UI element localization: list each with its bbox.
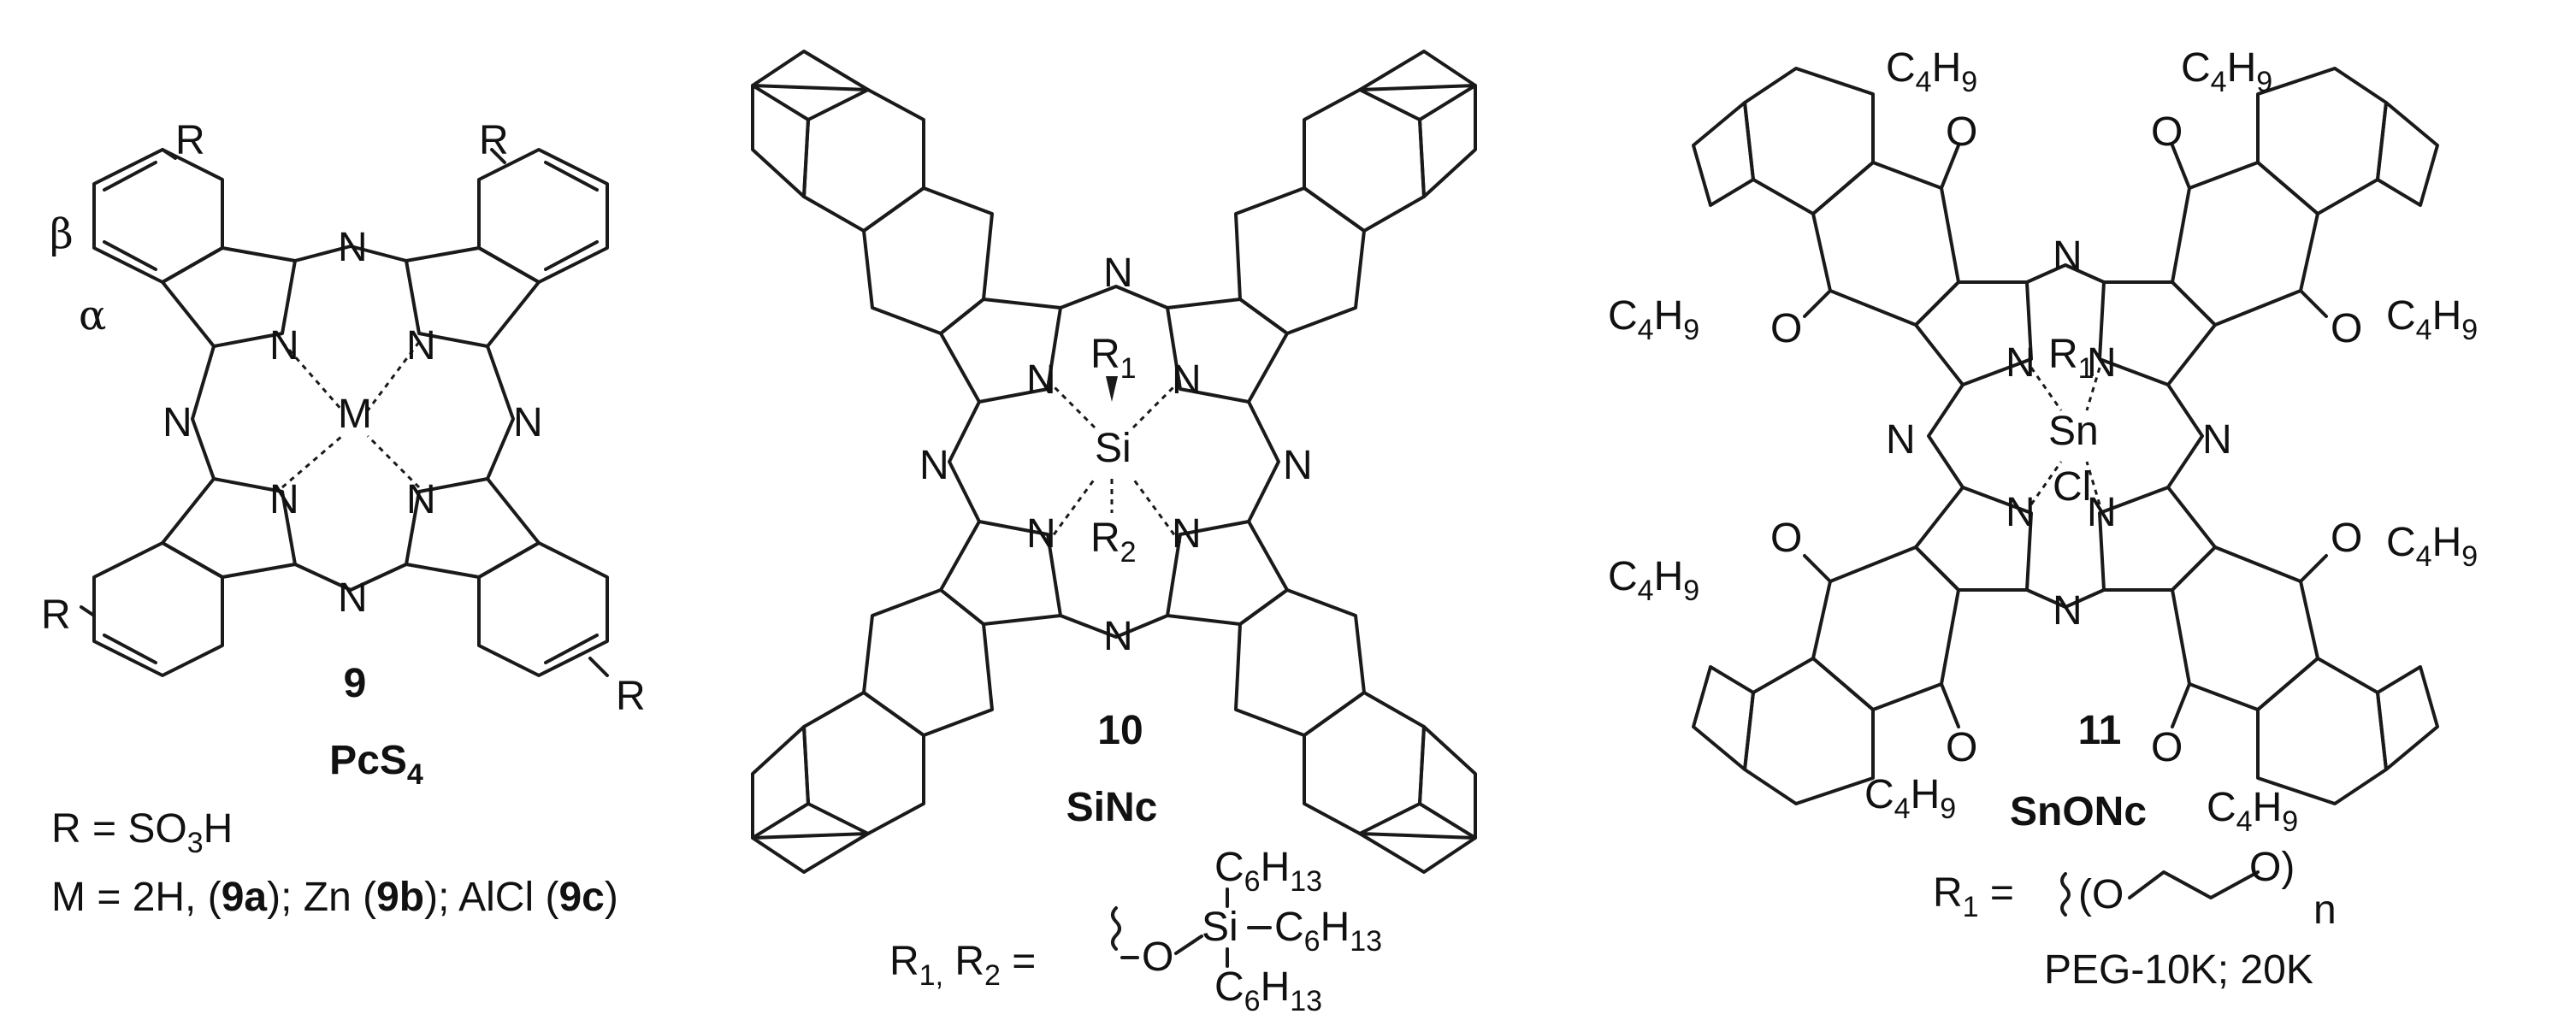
- n-core-ll-10: N: [1026, 511, 1056, 557]
- o-ll-bottom-11: O: [1946, 725, 1977, 770]
- o-ul-left-11: O: [1770, 306, 1802, 351]
- n-core-lr-10: N: [1172, 511, 1202, 557]
- o-lr-right-11: O: [2331, 516, 2362, 561]
- r1-lhs-11: R1 =: [1933, 870, 2014, 923]
- o-ul-top-11: O: [1946, 109, 1977, 155]
- compound-9-name: PcS4: [329, 738, 423, 791]
- butyl-ll-left-11: C4H9: [1608, 554, 1699, 607]
- n-core-ul-11: N: [2006, 340, 2035, 386]
- n-meso-bottom-10: N: [1103, 614, 1133, 659]
- peg-close-11: O): [2249, 845, 2295, 890]
- compound-9-structure: [80, 148, 609, 677]
- r1-r2-lhs-10: R1, R2 =: [889, 939, 1036, 992]
- n-core-ul-9: N: [269, 323, 299, 368]
- compound-9-number: 9: [344, 661, 367, 706]
- beta-label-9: β: [50, 210, 74, 258]
- n-core-ur-9: N: [406, 323, 436, 368]
- o-lr-bottom-11: O: [2151, 725, 2183, 770]
- metal-label-9: M: [338, 392, 372, 437]
- r-ll-9: R: [41, 593, 71, 638]
- n-meso-bottom-11: N: [2053, 588, 2083, 634]
- n-meso-right-9: N: [513, 400, 543, 445]
- cl-label-11: Cl: [2053, 464, 2091, 510]
- hexyl-top-10: C6H13: [1214, 845, 1322, 898]
- o-label-10: O: [1142, 935, 1173, 980]
- butyl-ul-top-11: C4H9: [1886, 45, 1977, 98]
- n-core-ur-10: N: [1172, 357, 1202, 403]
- n-meso-top-11: N: [2053, 233, 2083, 279]
- butyl-ll-bottom-11: C4H9: [1864, 772, 1956, 825]
- n-meso-right-10: N: [1283, 443, 1313, 488]
- n-core-lr-9: N: [406, 477, 436, 522]
- hexyl-right-10: C6H13: [1274, 905, 1382, 958]
- si-label-10: Si: [1095, 426, 1131, 471]
- n-meso-right-11: N: [2202, 417, 2232, 463]
- butyl-lr-bottom-11: C4H9: [2207, 785, 2298, 838]
- o-ur-right-11: O: [2331, 306, 2362, 351]
- compound-10-structure: [751, 50, 1477, 874]
- compound-11-name: SnONc: [2010, 789, 2147, 834]
- n-meso-left-11: N: [1886, 417, 1916, 463]
- compound-9-definition-r: R = SO3H: [51, 806, 233, 859]
- compound-10-definition: R1, R2 = O Si C6H13 C6H13 C6H13: [889, 845, 1382, 1017]
- alpha-label-9: α: [79, 292, 106, 339]
- hexyl-bottom-10: C6H13: [1214, 964, 1322, 1016]
- n-meso-bottom-9: N: [338, 575, 368, 621]
- n-meso-left-9: N: [162, 400, 192, 445]
- o-ur-top-11: O: [2151, 109, 2183, 155]
- peg-n-11: n: [2313, 887, 2337, 933]
- n-meso-top-10: N: [1103, 251, 1133, 296]
- n-core-lr-11: N: [2087, 490, 2117, 535]
- butyl-ur-top-11: C4H9: [2181, 45, 2272, 98]
- compound-11-definition: R1 = (O O) n PEG-10K; 20K: [1933, 845, 2337, 993]
- compound-10-atom-labels: Si R1 R2 N N N N N N N N: [919, 251, 1313, 659]
- peg-mw-11: PEG-10K; 20K: [2044, 947, 2313, 993]
- r-lr-9: R: [616, 674, 646, 719]
- butyl-ur-right-11: C4H9: [2386, 293, 2478, 346]
- n-meso-top-9: N: [338, 225, 368, 270]
- o-ll-left-11: O: [1770, 516, 1802, 561]
- r-ur-9: R: [479, 118, 509, 163]
- r-ul-9: R: [175, 118, 205, 163]
- butyl-lr-right-11: C4H9: [2386, 520, 2478, 573]
- butyl-ul-left-11: C4H9: [1608, 293, 1699, 346]
- peg-open-11: (O: [2078, 872, 2124, 917]
- compound-11-atom-labels: Sn R1 Cl N N N N N N N N O O O O O O O O…: [1608, 45, 2478, 838]
- r1-label-11: R1: [2048, 332, 2094, 385]
- n-core-ur-11: N: [2087, 340, 2117, 386]
- si-label-def-10: Si: [1202, 905, 1238, 950]
- compound-10-name: SiNc: [1066, 785, 1158, 830]
- r2-label-10: R2: [1090, 516, 1137, 569]
- compound-9-atom-labels: M N N N N N N N N R R R R β α: [41, 118, 646, 719]
- n-core-ll-11: N: [2006, 490, 2035, 535]
- n-meso-left-10: N: [919, 443, 949, 488]
- compound-11-structure: [1692, 67, 2439, 805]
- n-core-ll-9: N: [269, 477, 299, 522]
- compound-11-number: 11: [2078, 708, 2122, 753]
- sn-label-11: Sn: [2048, 409, 2099, 454]
- n-core-ul-10: N: [1026, 357, 1056, 403]
- compound-10-number: 10: [1097, 708, 1143, 753]
- r1-label-10: R1: [1090, 332, 1137, 385]
- compound-9-definition-m: M = 2H, (9a); Zn (9b); AlCl (9c): [51, 875, 618, 920]
